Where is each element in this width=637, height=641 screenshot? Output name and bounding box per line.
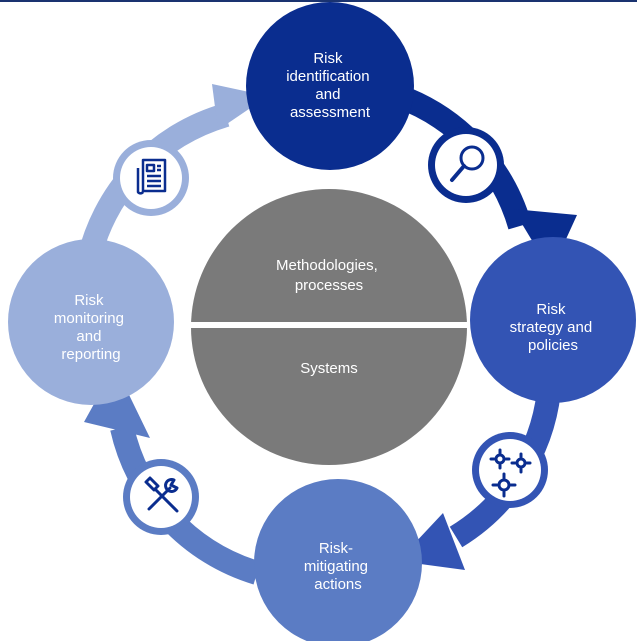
node-monitoring: Risk monitoring and reporting [8,239,174,405]
node-actions-label: Risk- mitigating actions [304,540,372,593]
node-strategy: Risk strategy and policies [470,237,636,403]
center-bottom-label: Systems [300,360,358,377]
top-rule [0,0,637,2]
tools-icon [123,459,199,535]
center-circle: Methodologies, processes Systems [186,189,472,465]
node-identification: Risk identification and assessment [246,2,414,170]
center-top-label: Methodologies, processes [276,257,382,294]
node-strategy-label: Risk strategy and policies [510,301,597,354]
node-identification-label: Risk identification and assessment [286,50,374,121]
center-divider [186,322,472,328]
document-icon [113,140,189,216]
gears-icon [472,432,548,508]
node-actions: Risk- mitigating actions [254,479,422,641]
node-monitoring-label: Risk monitoring and reporting [54,292,128,363]
magnifier-icon [428,127,504,203]
arrowhead-to-monitoring [84,366,150,438]
